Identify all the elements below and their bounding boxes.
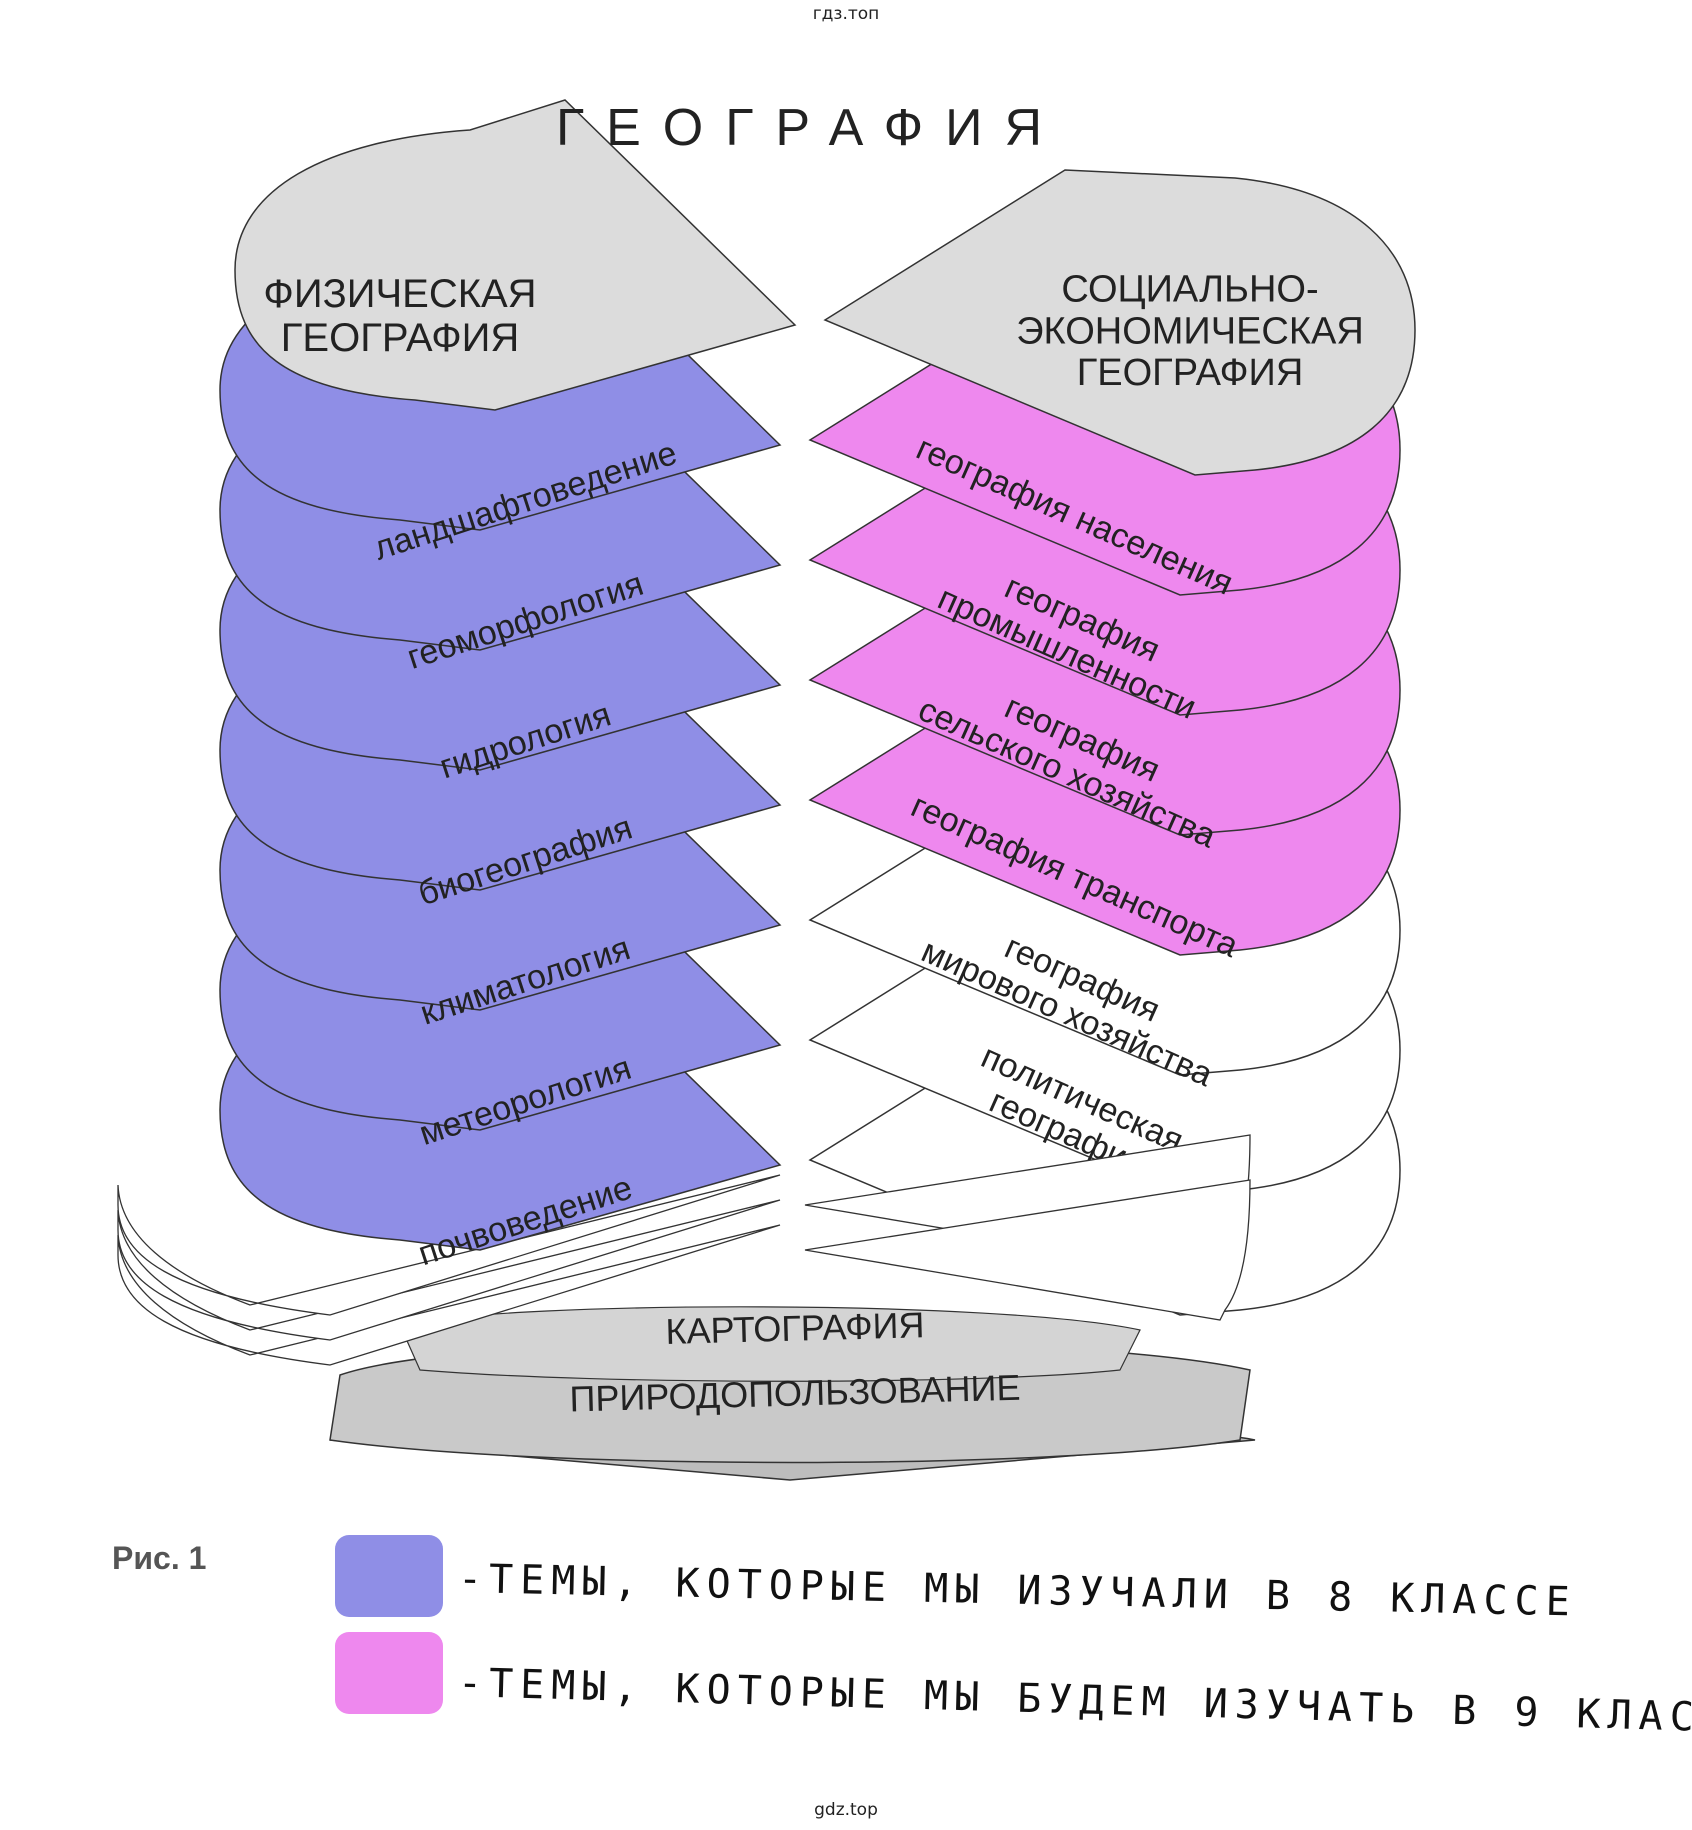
right-stack: страноведениеполитическаягеографиягеогра… [804,169,1416,1321]
diagram-title: ГЕОГРАФИЯ [556,99,1064,157]
left-base-plate-0 [117,1224,781,1366]
left-stack: почвоведениеметеорологияклиматологиябиог… [117,99,797,1366]
base-label-cartography-line: КАРТОГРАФИЯ [665,1304,925,1352]
right-heading-text-line: СОЦИАЛЬНО- [1061,269,1318,311]
title-group: ГЕОГРАФИЯ [556,99,1064,157]
left-heading-text-line: ГЕОГРАФИЯ [281,316,520,360]
left-base-plate-1 [117,1199,781,1341]
figure-caption: Рис. 1 [112,1540,207,1576]
left-heading-shape [234,99,797,411]
right-heading-text-line: ЭКОНОМИЧЕСКАЯ [1016,310,1364,352]
base-top-shape [399,1306,1141,1382]
left-heading-text-line: ФИЗИЧЕСКАЯ [263,272,536,316]
watermark-bottom: gdz.top [814,1800,878,1820]
legend-swatch-pink [335,1632,443,1714]
right-heading-text-line: ГЕОГРАФИЯ [1077,352,1304,394]
right-heading-shape [823,169,1416,476]
base-label-cartography: КАРТОГРАФИЯ [665,1304,925,1352]
watermark-top: гдз.топ [812,4,880,24]
right-base-plate-1 [804,1179,1251,1321]
legend-swatch-blue [335,1535,443,1617]
left-base-plate-2 [117,1174,781,1316]
